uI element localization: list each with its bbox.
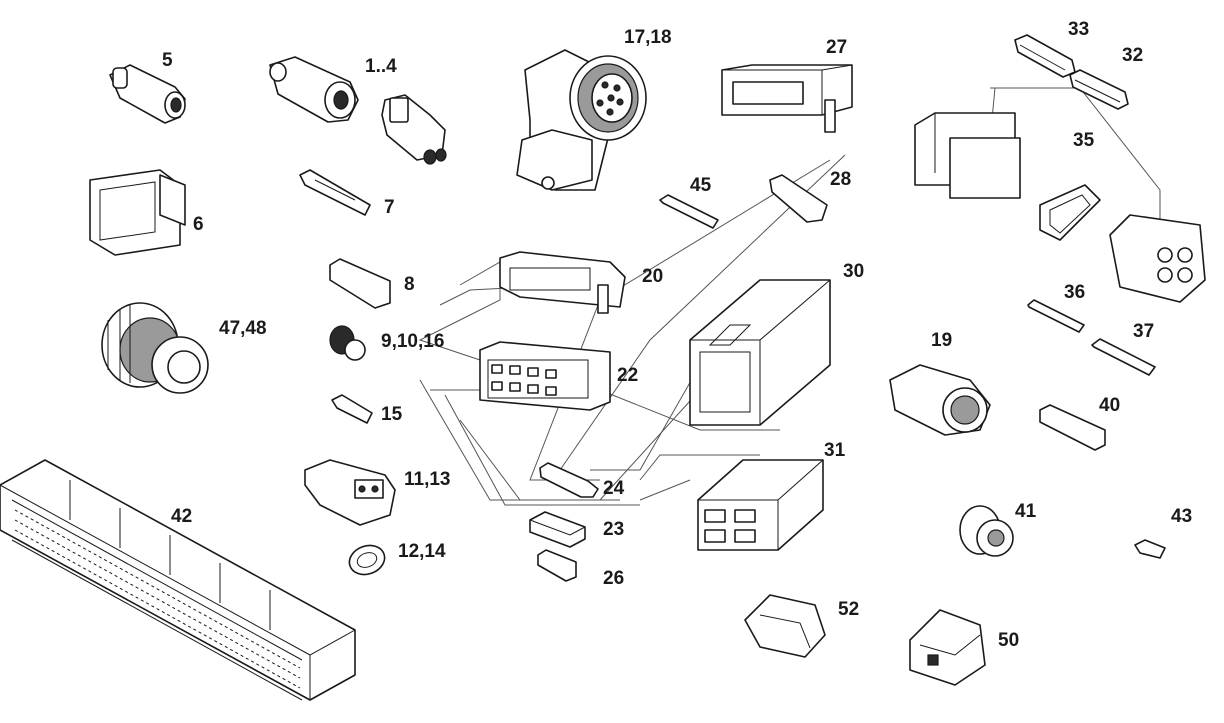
label-22: 22 xyxy=(617,365,639,386)
label-11-13: 11,13 xyxy=(404,469,451,490)
label-37: 37 xyxy=(1133,321,1155,342)
part-52-connector xyxy=(744,594,826,658)
label-40: 40 xyxy=(1099,395,1121,416)
part-26-terminal xyxy=(537,549,577,582)
part-42-multipin-connector xyxy=(0,459,356,701)
part-31-housing xyxy=(697,459,824,551)
label-43: 43 xyxy=(1171,506,1193,527)
part-23-block xyxy=(529,511,586,548)
label-31: 31 xyxy=(824,440,846,461)
part-12-14-seal xyxy=(348,544,386,576)
label-6: 6 xyxy=(193,214,204,235)
label-5: 5 xyxy=(162,50,173,71)
part-28-terminal xyxy=(769,174,828,223)
part-17-18-circular-connector xyxy=(516,49,647,191)
part-1-4-connector xyxy=(269,56,359,123)
part-35-connector-socket xyxy=(1109,214,1206,303)
label-19: 19 xyxy=(931,330,953,351)
label-52: 52 xyxy=(838,599,860,620)
label-30: 30 xyxy=(843,261,865,282)
part-20-housing xyxy=(499,251,626,314)
label-41: 41 xyxy=(1015,501,1037,522)
part-35-seal xyxy=(1039,184,1101,241)
part-19-connector xyxy=(889,364,991,436)
label-23: 23 xyxy=(603,519,625,540)
label-20: 20 xyxy=(642,266,664,287)
label-33: 33 xyxy=(1068,19,1090,40)
part-50-connector xyxy=(909,609,986,686)
part-24-terminal xyxy=(539,462,599,498)
label-1-4: 1..4 xyxy=(365,56,397,77)
label-35: 35 xyxy=(1073,130,1095,151)
label-45: 45 xyxy=(690,175,712,196)
label-7: 7 xyxy=(384,197,395,218)
label-24: 24 xyxy=(603,478,625,499)
part-37-socket-contact xyxy=(1091,338,1156,376)
part-43-terminal xyxy=(1134,539,1166,559)
part-27-housing xyxy=(721,64,853,133)
label-36: 36 xyxy=(1064,282,1086,303)
label-27: 27 xyxy=(826,37,848,58)
part-8-terminal xyxy=(329,258,391,309)
label-8: 8 xyxy=(404,274,415,295)
part-40-terminal xyxy=(1039,404,1106,451)
part-41-grommet xyxy=(959,505,1014,557)
label-17-18: 17,18 xyxy=(624,27,672,48)
label-47-48: 47,48 xyxy=(219,318,267,339)
part-45-pin xyxy=(659,194,719,229)
label-15: 15 xyxy=(381,404,403,425)
label-28: 28 xyxy=(830,169,852,190)
label-50: 50 xyxy=(998,630,1020,651)
part-22-housing xyxy=(479,341,611,411)
label-12-14: 12,14 xyxy=(398,541,446,562)
part-6-connector xyxy=(89,169,186,256)
label-32: 32 xyxy=(1122,45,1144,66)
label-42: 42 xyxy=(171,506,193,527)
part-33-terminal xyxy=(1014,34,1076,78)
part-7-terminal xyxy=(299,169,371,216)
part-1-4-socket xyxy=(381,94,447,165)
label-9-10-16: 9,10,16 xyxy=(381,331,445,352)
part-36-pin xyxy=(1027,299,1085,333)
part-30-housing xyxy=(689,279,831,426)
part-11-13-connector xyxy=(304,459,396,526)
part-32-terminal xyxy=(1069,69,1129,110)
part-15-terminal xyxy=(331,394,373,424)
part-5-connector xyxy=(109,64,186,124)
part-35-connector-plug xyxy=(914,112,1021,199)
part-47-48-cable-gland xyxy=(101,302,209,394)
label-26: 26 xyxy=(603,568,625,589)
part-9-10-16-plug xyxy=(329,325,366,361)
